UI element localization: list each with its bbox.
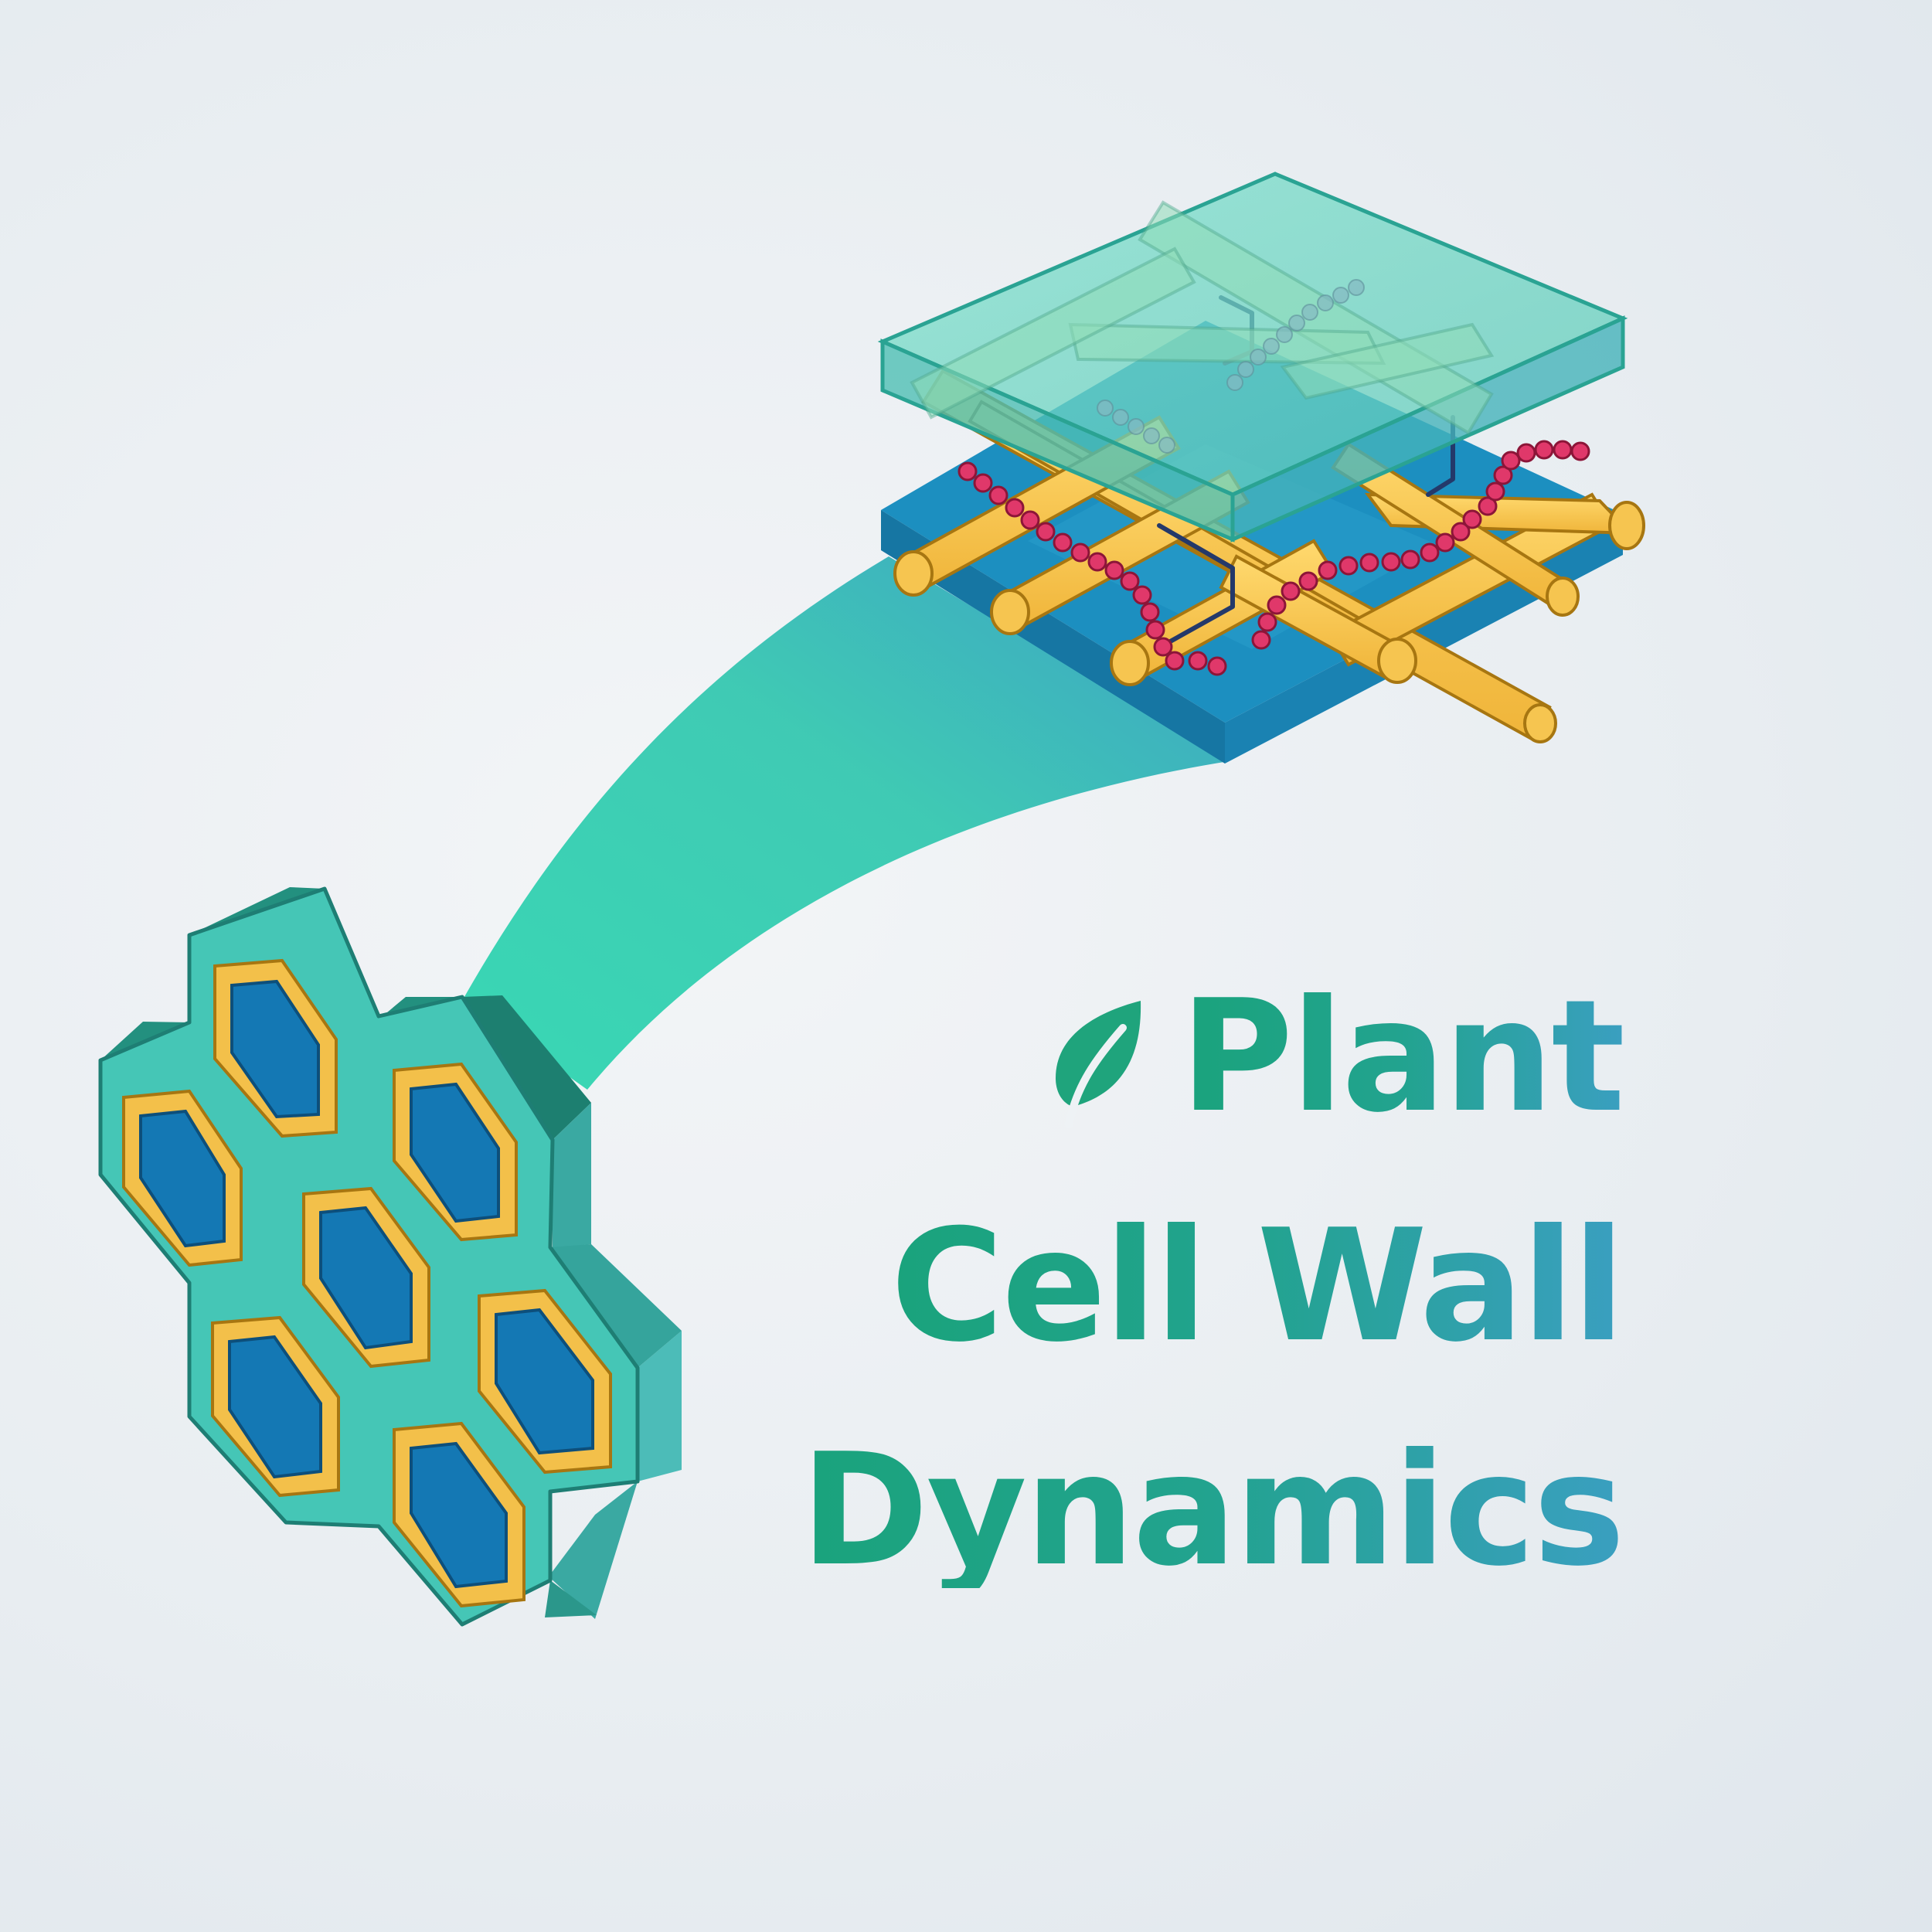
cluster-side: [462, 995, 591, 1140]
lignin-chain: [1157, 523, 1235, 650]
plant-cell: [393, 1421, 526, 1608]
cluster-side: [549, 1481, 638, 1619]
title-line-cell-wall: Cell Wall: [890, 1196, 1625, 1376]
pectin-chain: [957, 461, 1227, 676]
plant-cell: [478, 1288, 612, 1475]
plant-cell: [122, 1089, 243, 1267]
cluster-side: [550, 1244, 682, 1368]
plant-cell: [393, 1062, 518, 1242]
matrix-slab-front: [881, 510, 1225, 764]
plant-cell: [302, 1186, 430, 1369]
glass-layer-side: [1230, 315, 1625, 543]
plant-cell: [213, 958, 338, 1138]
cell-cluster: [98, 886, 682, 1627]
cluster-side: [638, 1331, 682, 1481]
title-line-plant: Plant: [1179, 967, 1625, 1147]
pectin-chain: [1251, 440, 1590, 650]
leaf-icon: [1056, 1001, 1141, 1128]
cellulose-rod: [1331, 442, 1580, 617]
cellulose-rod: [1219, 554, 1417, 684]
pectin-chains: [957, 440, 1590, 676]
primary-wall-layer: [877, 172, 1628, 543]
cluster-side: [545, 1580, 597, 1617]
plant-cell: [211, 1315, 340, 1498]
title-line-dynamics: Dynamics: [800, 1420, 1625, 1600]
wall-layer-block: [877, 172, 1645, 764]
zoom-beam: [462, 556, 1229, 1090]
cluster-side: [553, 1103, 591, 1248]
